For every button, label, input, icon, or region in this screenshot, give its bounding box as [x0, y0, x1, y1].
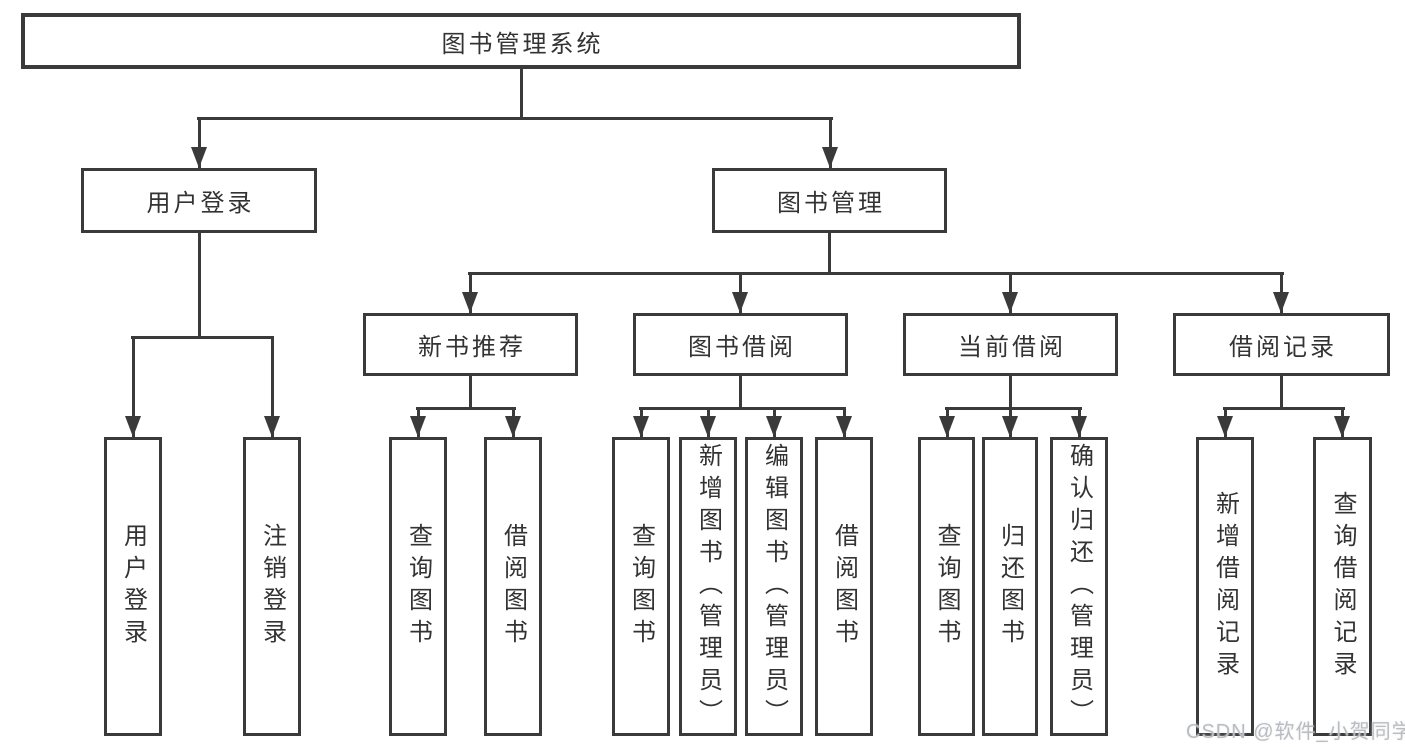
- arrow-down-icon: [505, 416, 521, 437]
- connector-line: [1223, 407, 1345, 410]
- arrow-down-icon: [1217, 416, 1233, 437]
- connector-line: [132, 336, 135, 437]
- leaf-logout: 注销登录: [243, 437, 301, 736]
- arrow-down-icon: [1334, 416, 1350, 437]
- arrow-down-icon: [822, 147, 838, 168]
- arrow-down-icon: [1002, 416, 1018, 437]
- connector-line: [131, 336, 274, 339]
- arrow-down-icon: [125, 416, 141, 437]
- connector-line: [639, 407, 846, 410]
- arrow-down-icon: [1002, 292, 1018, 313]
- connector-line: [469, 376, 472, 407]
- leaf-user-login: 用户登录: [104, 437, 162, 736]
- leaf-add-borrow-record: 新增借阅记录: [1196, 437, 1254, 736]
- arrow-down-icon: [1273, 292, 1289, 313]
- connector-line: [198, 232, 201, 336]
- node-book-borrow: 图书借阅: [633, 313, 848, 376]
- leaf-query-borrow-record: 查询借阅记录: [1313, 437, 1372, 736]
- arrow-down-icon: [732, 292, 748, 313]
- node-borrow-records: 借阅记录: [1173, 313, 1390, 376]
- arrow-down-icon: [191, 147, 207, 168]
- arrow-down-icon: [462, 292, 478, 313]
- connector-line: [197, 117, 833, 120]
- node-book-management: 图书管理: [712, 168, 947, 233]
- arrow-down-icon: [1071, 416, 1087, 437]
- connector-line: [739, 376, 742, 407]
- leaf-query-books-borrow: 查询图书: [612, 437, 670, 736]
- arrow-down-icon: [633, 416, 649, 437]
- connector-line: [828, 233, 831, 272]
- leaf-edit-books-admin: 编辑图书（管理员）: [745, 437, 803, 736]
- leaf-query-books-recommend: 查询图书: [389, 437, 447, 736]
- arrow-down-icon: [700, 416, 716, 437]
- connector-line: [468, 272, 1284, 275]
- arrow-down-icon: [410, 416, 426, 437]
- connector-line: [271, 336, 274, 437]
- leaf-return-books: 归还图书: [982, 437, 1038, 736]
- connector-line: [520, 69, 523, 117]
- node-root: 图书管理系统: [21, 13, 1021, 69]
- connector-line: [1280, 376, 1283, 407]
- node-user-login: 用户登录: [81, 168, 317, 233]
- arrow-down-icon: [836, 416, 852, 437]
- leaf-borrow-books-recommend: 借阅图书: [484, 437, 542, 736]
- csdn-watermark: CSDN @软件_小贺同学: [1186, 721, 1405, 743]
- leaf-query-books-current: 查询图书: [918, 437, 975, 736]
- leaf-add-books-admin: 新增图书（管理员）: [679, 437, 737, 736]
- connector-line: [1009, 375, 1012, 407]
- connector-line: [416, 407, 516, 410]
- arrow-down-icon: [939, 416, 955, 437]
- arrow-down-icon: [264, 416, 280, 437]
- connector-line: [198, 117, 201, 168]
- node-current-borrow: 当前借阅: [903, 313, 1118, 376]
- leaf-confirm-return-admin: 确认归还（管理员）: [1050, 437, 1108, 736]
- arrow-down-icon: [766, 416, 782, 437]
- node-new-book-recommend: 新书推荐: [363, 313, 578, 376]
- connector-line: [945, 407, 1082, 410]
- leaf-borrow-books: 借阅图书: [815, 437, 873, 736]
- connector-line: [829, 117, 832, 168]
